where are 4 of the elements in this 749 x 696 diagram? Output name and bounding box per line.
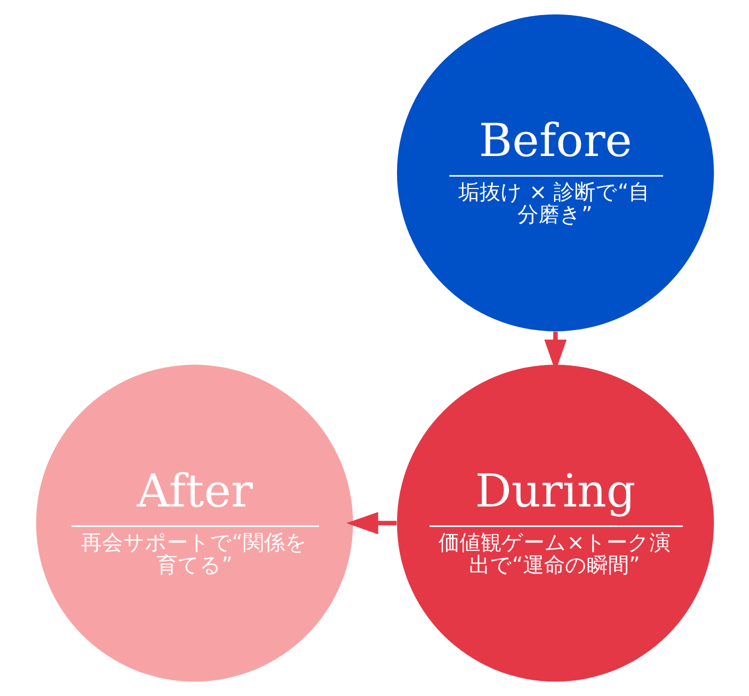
arrow	[346, 512, 396, 534]
node-circle: After 再会サポートで“関係を育てる”	[36, 364, 352, 682]
node-circle: Before 垢抜け × 診断で“自分磨き”	[396, 14, 714, 332]
node-circle: During 価値観ゲーム×トーク演出で“運命の瞬間”	[396, 364, 714, 682]
